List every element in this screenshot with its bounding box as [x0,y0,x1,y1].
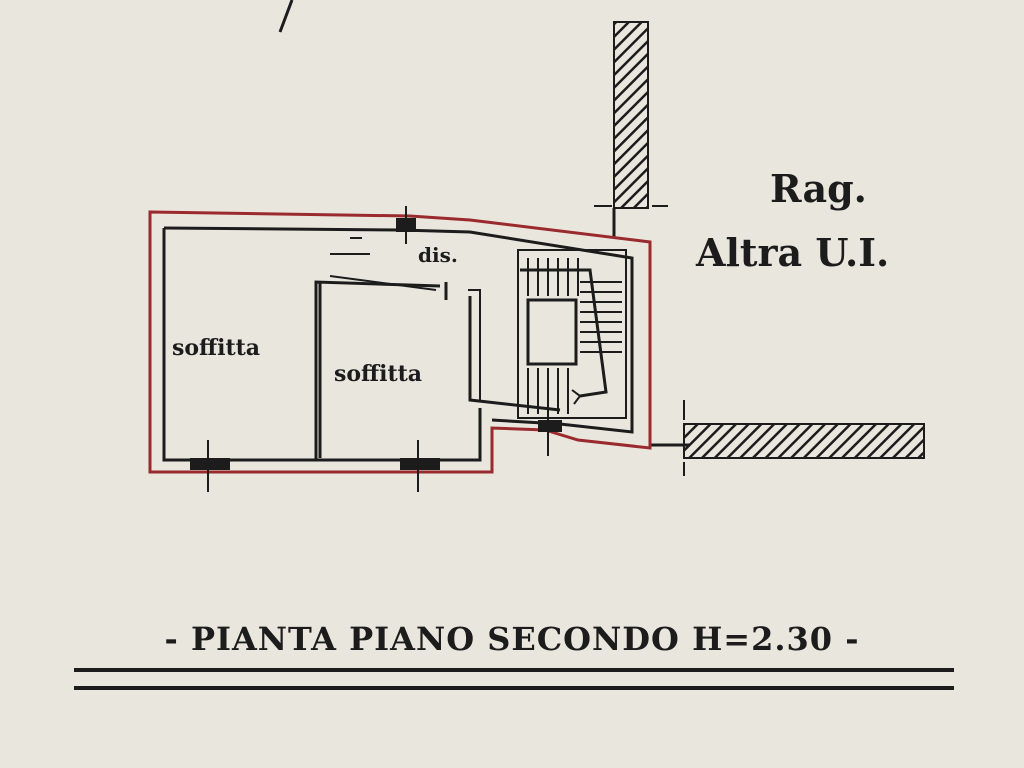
wall-block [400,458,440,470]
landing-label: dis. [418,243,458,267]
stair-treads-bottom [527,368,569,414]
partition-top-edge [329,275,437,291]
room-label-center: soffitta [334,361,422,387]
neighbor-label-line2: Altra U.I. [695,230,889,275]
stray-mark [278,0,294,33]
staircase [517,249,627,419]
room-label-left: soffitta [172,335,260,361]
outer-wall-top [163,226,634,434]
door-jamb-right [468,289,481,400]
landing-wall [468,296,561,412]
outer-wall-left-bottom [162,228,482,462]
property-boundary [148,210,652,474]
vertical-hatched-wall [613,21,649,209]
stair-well [526,298,578,366]
stair-treads-top [527,258,579,296]
neighbor-walls [594,21,925,476]
plan-title: - PIANTA PIANO SECONDO H=2.30 - [165,620,860,658]
stair-treads-right [580,281,622,353]
stair-arrow-head [571,389,582,405]
stair-arrow-line [520,268,608,398]
wall-blocks [190,218,562,470]
stair-outline [517,249,627,419]
wall-block [190,458,230,470]
wall-block [538,420,562,432]
neighbor-label-line1: Rag. [770,166,867,211]
horizontal-hatched-wall [683,423,925,459]
axis-ticks [207,206,549,492]
